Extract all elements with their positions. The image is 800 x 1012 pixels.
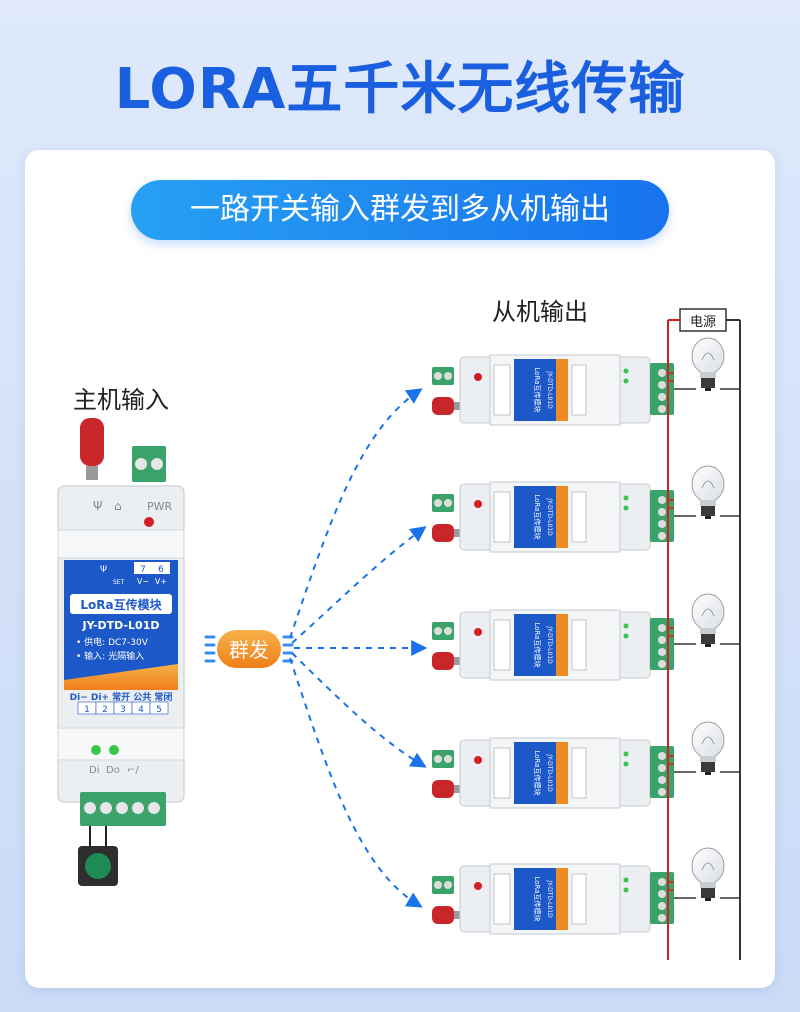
- page-title: LORA五千米无线传输: [114, 57, 686, 122]
- svg-text:Do: Do: [106, 765, 120, 776]
- slave-module-5: [431, 863, 675, 935]
- svg-text:• 供电: DC7-30V: • 供电: DC7-30V: [76, 636, 149, 648]
- light-bulb-icon-1: [691, 337, 725, 392]
- light-bulb-icon-3: [691, 593, 725, 648]
- svg-text:6: 6: [158, 565, 164, 575]
- broadcast-badge: [217, 630, 281, 668]
- svg-text:Ψ: Ψ: [100, 565, 107, 575]
- slave-module-4: [431, 737, 675, 809]
- svg-text:PWR: PWR: [147, 500, 173, 513]
- svg-text:V+: V+: [155, 577, 167, 586]
- light-bulb-icon-4: [691, 721, 725, 776]
- master-model-code: JY-DTD-L01D: [82, 619, 160, 632]
- slave-module-2: [431, 481, 675, 553]
- svg-text:4: 4: [138, 705, 144, 715]
- svg-text:SET: SET: [113, 579, 125, 586]
- antenna-icon: [80, 418, 104, 466]
- svg-text:Di: Di: [89, 765, 99, 776]
- svg-text:V−: V−: [137, 577, 149, 586]
- master-input-label: 主机输入: [73, 386, 169, 414]
- light-bulb-icon-5: [691, 847, 725, 902]
- master-model-title: LoRa互传模块: [80, 597, 162, 612]
- svg-text:• 输入: 光隔输入: • 输入: 光隔输入: [76, 650, 144, 662]
- slave-output-label: 从机输出: [492, 298, 588, 326]
- broadcast-label: 群发: [229, 638, 269, 662]
- slave-module-3: [431, 609, 675, 681]
- svg-text:⌐/: ⌐/: [127, 765, 139, 776]
- svg-text:⌂: ⌂: [114, 499, 122, 513]
- master-device: Ψ ⌂ PWR 7 6 V− V+ Ψ SET LoRa互传模块 JY-DTD-…: [57, 418, 185, 886]
- svg-text:2: 2: [102, 705, 108, 715]
- svg-text:Ψ: Ψ: [93, 499, 102, 513]
- svg-text:1: 1: [84, 705, 90, 715]
- svg-text:3: 3: [120, 705, 126, 715]
- svg-text:Di− Di+ 常开 公共 常闭: Di− Di+ 常开 公共 常闭: [70, 691, 173, 703]
- light-bulb-icon-2: [691, 465, 725, 520]
- power-label: 电源: [690, 315, 716, 330]
- svg-text:5: 5: [156, 705, 162, 715]
- svg-text:7: 7: [140, 565, 146, 575]
- slave-module-1: [431, 354, 675, 426]
- subtitle-banner: 一路开关输入群发到多从机输出: [131, 180, 669, 240]
